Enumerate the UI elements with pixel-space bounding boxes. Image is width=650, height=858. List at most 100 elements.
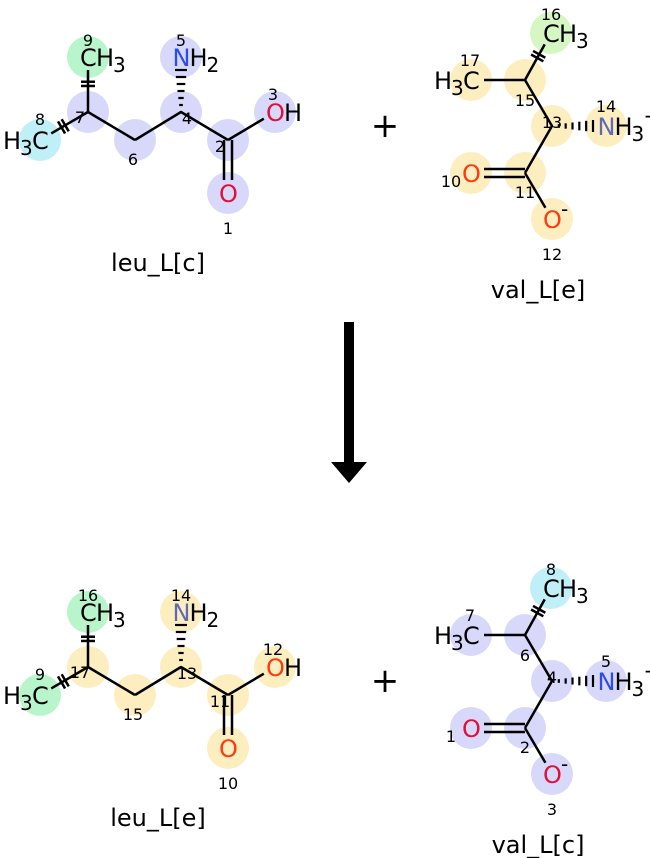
bond-ch2-alpha xyxy=(134,110,182,142)
atom-label-carbonyl_o: O xyxy=(462,160,481,188)
atom-number-branch: 17 xyxy=(70,663,90,682)
atom-label-methyl_b: H3C xyxy=(434,67,480,100)
atom-highlight-amine xyxy=(160,591,202,633)
atom-number-alpha: 13 xyxy=(542,113,562,132)
atom-number-methyl_a: 16 xyxy=(78,586,98,605)
bond-branch-methyl_a xyxy=(81,70,95,112)
atom-number-carboxyl: 2 xyxy=(520,738,530,757)
atom-label-methyl_a: CH3 xyxy=(80,44,126,77)
atom-label-methyl_b: H3C xyxy=(3,682,49,715)
atom-number-ch2: 6 xyxy=(128,150,138,169)
bond-alpha-amine xyxy=(550,675,595,687)
atom-number-branch: 6 xyxy=(520,646,530,665)
atom-label-methyl_a: CH3 xyxy=(80,599,126,632)
atom-highlight-oxide xyxy=(531,198,573,240)
atom-number-oxide: 12 xyxy=(542,245,562,264)
stereo-tick-mark xyxy=(60,673,70,687)
atom-highlight-methyl_a xyxy=(67,36,109,78)
atom-label-carbonyl_o: O xyxy=(219,735,238,763)
molecule-name: leu_L[c] xyxy=(111,249,205,277)
atom-highlight-amine xyxy=(160,36,202,78)
bond-branch-methyl_a xyxy=(523,598,546,636)
atom-highlight-hydroxyl xyxy=(254,646,296,688)
atom-highlight-methyl_b xyxy=(19,674,61,716)
stereo-tick-mark xyxy=(530,608,544,618)
bond-branch-alpha xyxy=(523,634,554,682)
atom-highlight-methyl_a xyxy=(67,591,109,633)
bond-branch-ch2 xyxy=(87,110,136,142)
atom-label-amine: NH2 xyxy=(173,44,220,77)
bond-carboxyl-carbonyl_o xyxy=(484,167,525,179)
atom-number-methyl_b: 7 xyxy=(465,606,475,625)
atom-highlight-methyl_a xyxy=(530,567,572,609)
bond-branch-methyl_a xyxy=(81,625,95,667)
atom-number-methyl_b: 17 xyxy=(460,51,480,70)
atom-highlight-amine xyxy=(585,105,627,147)
molecule-bonds-leu xyxy=(50,68,265,180)
atom-label-carbonyl_o: O xyxy=(462,715,481,743)
arrow-head xyxy=(331,462,367,483)
reaction-arrow xyxy=(331,322,367,483)
atom-label-methyl_b: H3C xyxy=(3,127,49,160)
atom-number-methyl_b: 8 xyxy=(35,110,45,129)
bond-carboxyl-hydroxyl xyxy=(227,117,265,142)
stereo-tick-mark xyxy=(56,120,67,135)
atom-highlight-carbonyl_o xyxy=(207,172,249,214)
bond-alpha-amine xyxy=(175,68,187,114)
plus-sign-reactants: + xyxy=(371,106,400,146)
bonds xyxy=(50,43,595,764)
atom-label-methyl_b: H3C xyxy=(434,622,480,655)
atom-highlights xyxy=(19,12,627,795)
atom-label-hydroxyl: OH xyxy=(266,99,302,127)
stereo-tick-mark xyxy=(532,604,546,614)
bond-carboxyl-carbonyl_o xyxy=(484,722,525,734)
bond-alpha-carboxyl xyxy=(523,680,554,729)
bond-branch-methyl_b xyxy=(50,665,89,690)
atom-number-alpha: 4 xyxy=(547,668,557,687)
stereo-tick-mark xyxy=(530,53,544,63)
atom-label-amine: NH2 xyxy=(173,599,220,632)
atom-highlight-carbonyl_o xyxy=(207,727,249,769)
bond-alpha-carboxyl xyxy=(523,125,554,174)
arrow-shaft xyxy=(344,322,354,464)
atom-highlight-hydroxyl xyxy=(254,91,296,133)
atom-number-alpha: 13 xyxy=(177,664,197,683)
bond-carboxyl-oxide xyxy=(523,727,547,764)
bond-alpha-amine xyxy=(550,120,595,132)
plus-sign-products: + xyxy=(371,661,400,701)
atom-label-amine: NH3+ xyxy=(598,659,650,701)
atom-number-methyl_a: 8 xyxy=(546,560,556,579)
bond-carboxyl-carbonyl_o xyxy=(222,695,234,735)
atom-number-amine: 14 xyxy=(596,97,616,116)
molecule-bonds-leu xyxy=(50,623,265,735)
molecule-bonds-val xyxy=(484,43,595,209)
atom-label-amine: NH3+ xyxy=(598,104,650,146)
labels: CH397H3C864NH252OH3O1leu_L[c]CH31615H3C1… xyxy=(3,5,650,858)
atom-label-hydroxyl: OH xyxy=(266,654,302,682)
bond-carboxyl-hydroxyl xyxy=(227,672,265,697)
atom-number-methyl_a: 16 xyxy=(541,5,561,24)
atom-highlight-oxide xyxy=(531,753,573,795)
bond-branch-methyl_b xyxy=(50,110,89,135)
atom-number-carboxyl: 2 xyxy=(215,137,225,156)
atom-number-carbonyl_o: 10 xyxy=(218,774,238,793)
bond-alpha-carboxyl xyxy=(180,110,229,142)
atom-number-amine: 14 xyxy=(171,586,191,605)
atom-label-oxide: O- xyxy=(543,197,568,234)
atom-label-carbonyl_o: O xyxy=(219,180,238,208)
atom-number-hydroxyl: 12 xyxy=(263,640,283,659)
atom-highlight-methyl_b xyxy=(19,119,61,161)
atom-label-oxide: O- xyxy=(543,752,568,789)
atom-highlight-carbonyl_o xyxy=(450,152,492,194)
atom-number-amine: 5 xyxy=(176,31,186,50)
stereo-tick-mark xyxy=(56,675,67,690)
molecule-name: leu_L[e] xyxy=(110,804,206,832)
bond-branch-methyl_a xyxy=(523,43,546,81)
atom-number-carbonyl_o: 1 xyxy=(223,219,233,238)
bond-carboxyl-oxide xyxy=(523,172,547,209)
bond-branch-ch2 xyxy=(87,665,136,697)
bond-ch2-alpha xyxy=(134,665,182,697)
atom-number-branch: 15 xyxy=(515,91,535,110)
